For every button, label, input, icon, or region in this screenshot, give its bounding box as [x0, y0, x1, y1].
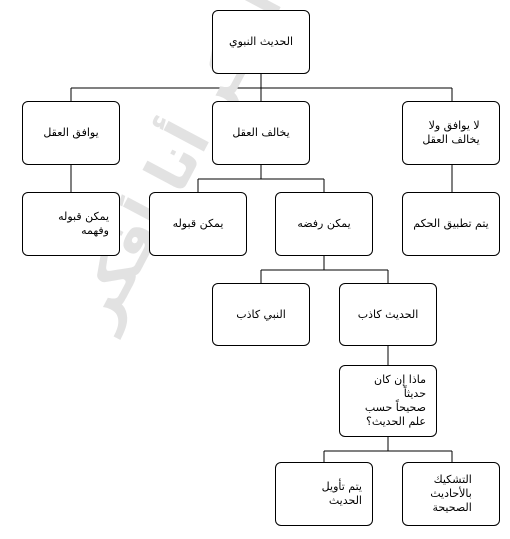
- node-apply-ruling: يتم تطبيق الحكم: [402, 192, 500, 256]
- node-label: يتم تأويل الحديث: [321, 480, 362, 507]
- node-label: التشكيك بالأحاديث الصحيحة: [430, 473, 472, 514]
- node-doubt-authentic: التشكيك بالأحاديث الصحيحة: [402, 462, 500, 526]
- node-agrees-reason: يوافق العقل: [22, 101, 120, 165]
- node-label: النبي كاذب: [236, 307, 286, 321]
- node-label: لا يوافق ولا يخالف العقل: [422, 119, 480, 146]
- node-interpret-hadith: يتم تأويل الحديث: [275, 462, 373, 526]
- node-label: يمكن رفضه: [297, 217, 351, 230]
- node-can-accept: يمكن قبوله: [149, 192, 247, 256]
- node-prophet-liar: النبي كاذب: [212, 283, 310, 346]
- node-can-reject: يمكن رفضه: [275, 192, 373, 256]
- node-if-authentic: ماذا إن كان حديثاً صحيحاً حسب علم الحديث…: [339, 365, 437, 437]
- node-label: يخالف العقل: [232, 126, 290, 139]
- node-root: الحديث النبوي: [212, 10, 310, 74]
- node-label: يتم تطبيق الحكم: [413, 217, 489, 230]
- node-neither: لا يوافق ولا يخالف العقل: [402, 101, 500, 165]
- node-label: يمكن قبوله وفهمه: [58, 210, 109, 237]
- node-accept-understand: يمكن قبوله وفهمه: [22, 192, 120, 256]
- node-hadith-liar: الحديث كاذب: [339, 283, 437, 346]
- node-label: الحديث النبوي: [229, 35, 293, 48]
- node-label: يمكن قبوله: [172, 217, 224, 230]
- node-label: ماذا إن كان حديثاً صحيحاً حسب علم الحديث…: [364, 373, 426, 428]
- node-label: يوافق العقل: [43, 126, 99, 139]
- node-label: الحديث كاذب: [357, 307, 419, 321]
- node-contradicts-reason: يخالف العقل: [212, 101, 310, 165]
